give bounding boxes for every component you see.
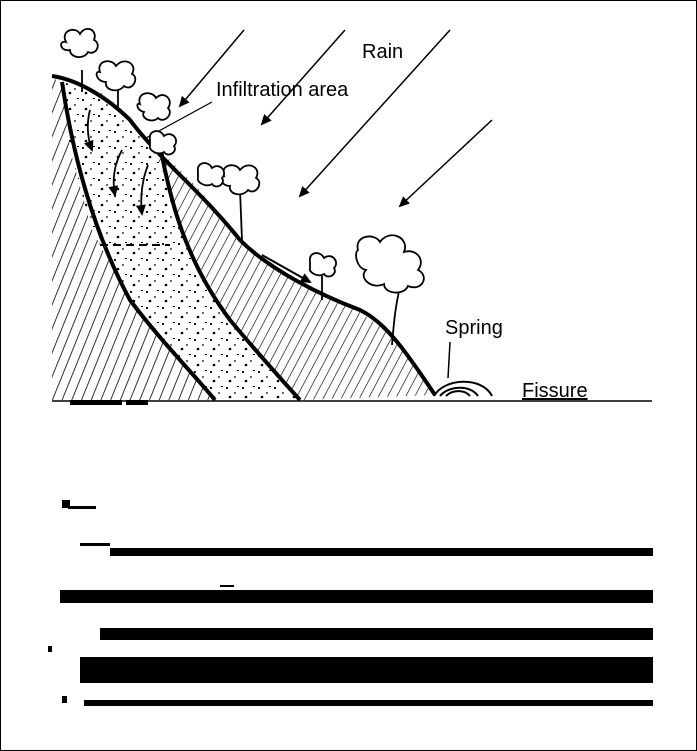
rain-arrow bbox=[262, 30, 345, 124]
label-rain: Rain bbox=[362, 42, 403, 62]
label-fissure: Fissure bbox=[522, 381, 588, 401]
lower-bands bbox=[48, 500, 653, 706]
rain-arrow bbox=[400, 120, 492, 206]
label-spring: Spring bbox=[445, 318, 503, 338]
label-infiltration-area: Infiltration area bbox=[216, 80, 348, 100]
spring-ripples bbox=[434, 382, 492, 396]
spring-leader bbox=[448, 342, 450, 378]
baseline-mark bbox=[70, 400, 122, 405]
baseline-mark bbox=[126, 400, 148, 405]
